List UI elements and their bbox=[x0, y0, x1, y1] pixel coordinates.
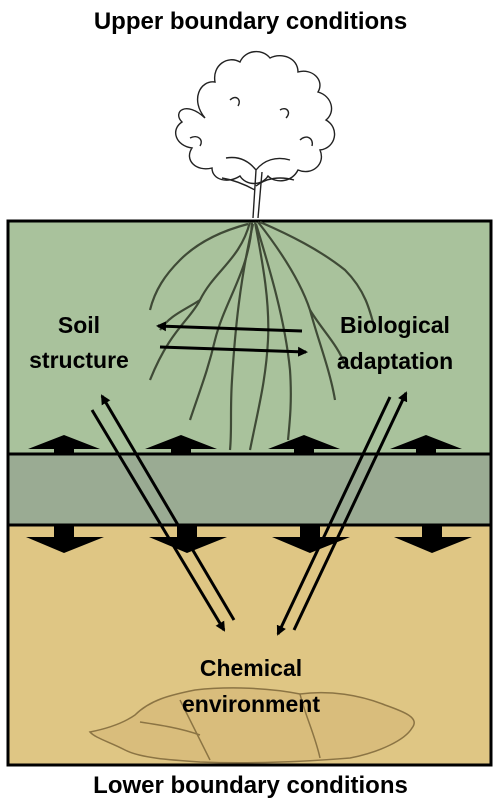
upward-flux-arrows bbox=[28, 435, 462, 455]
middle-soil-layer bbox=[8, 454, 491, 525]
soil-structure-label-line2: structure bbox=[29, 347, 129, 373]
arrow-soil-to-chem bbox=[90, 409, 226, 632]
soil-bio-arrows bbox=[156, 321, 308, 357]
arrow-chem-to-soil bbox=[100, 394, 236, 621]
biological-label-line1: Biological bbox=[340, 312, 450, 338]
soil-chem-arrows bbox=[90, 394, 236, 632]
arrow-bio-to-chem bbox=[276, 396, 392, 636]
soil-box-outline bbox=[6, 219, 493, 767]
chemical-label-line1: Chemical bbox=[200, 655, 302, 681]
lower-boundary-title: Lower boundary conditions bbox=[93, 772, 408, 799]
upper-soil-layer bbox=[8, 221, 491, 454]
upper-boundary-title: Upper boundary conditions bbox=[93, 8, 408, 35]
arrow-chem-to-bio bbox=[292, 391, 408, 631]
arrow-bio-to-soil bbox=[156, 321, 303, 333]
chemical-label-line2: environment bbox=[182, 691, 320, 717]
arrow-soil-to-bio bbox=[159, 345, 308, 357]
rock-icon bbox=[88, 687, 415, 764]
biological-label-line2: adaptation bbox=[337, 348, 453, 374]
bio-chem-arrows bbox=[276, 391, 408, 636]
root-system bbox=[148, 220, 377, 451]
tree-icon bbox=[174, 51, 336, 219]
soil-structure-label-line1: Soil bbox=[58, 312, 100, 338]
